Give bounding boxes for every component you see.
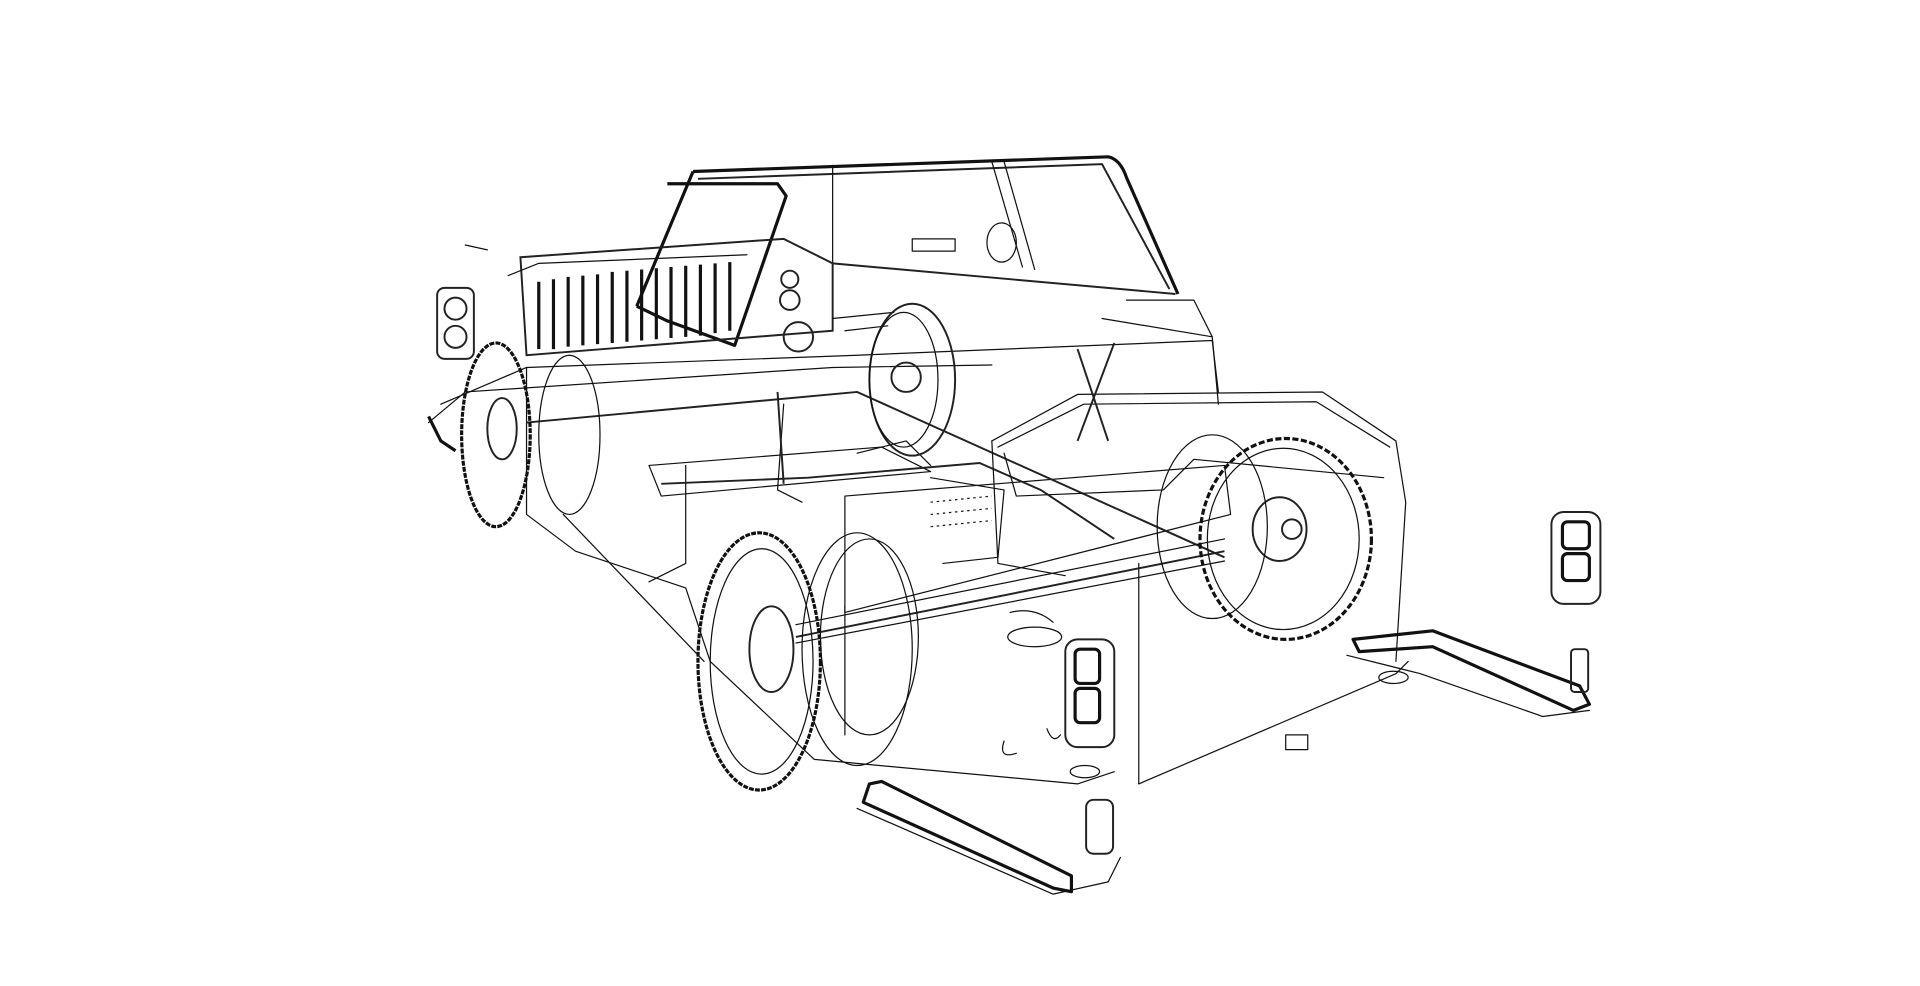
car-body xyxy=(427,299,1409,785)
taillight-left xyxy=(1064,638,1116,749)
wheel-back-right xyxy=(868,302,957,457)
taillight-right xyxy=(1550,511,1602,605)
rear-bed xyxy=(991,342,1407,663)
wheel-back-left xyxy=(460,341,601,529)
front-grille xyxy=(507,237,895,357)
wheel-rear-right xyxy=(1156,434,1374,641)
wheel-front-left xyxy=(696,531,919,792)
rear-bumper xyxy=(856,629,1591,895)
windshield-frame xyxy=(635,155,1180,347)
headlight xyxy=(436,286,475,360)
details xyxy=(464,244,1309,756)
